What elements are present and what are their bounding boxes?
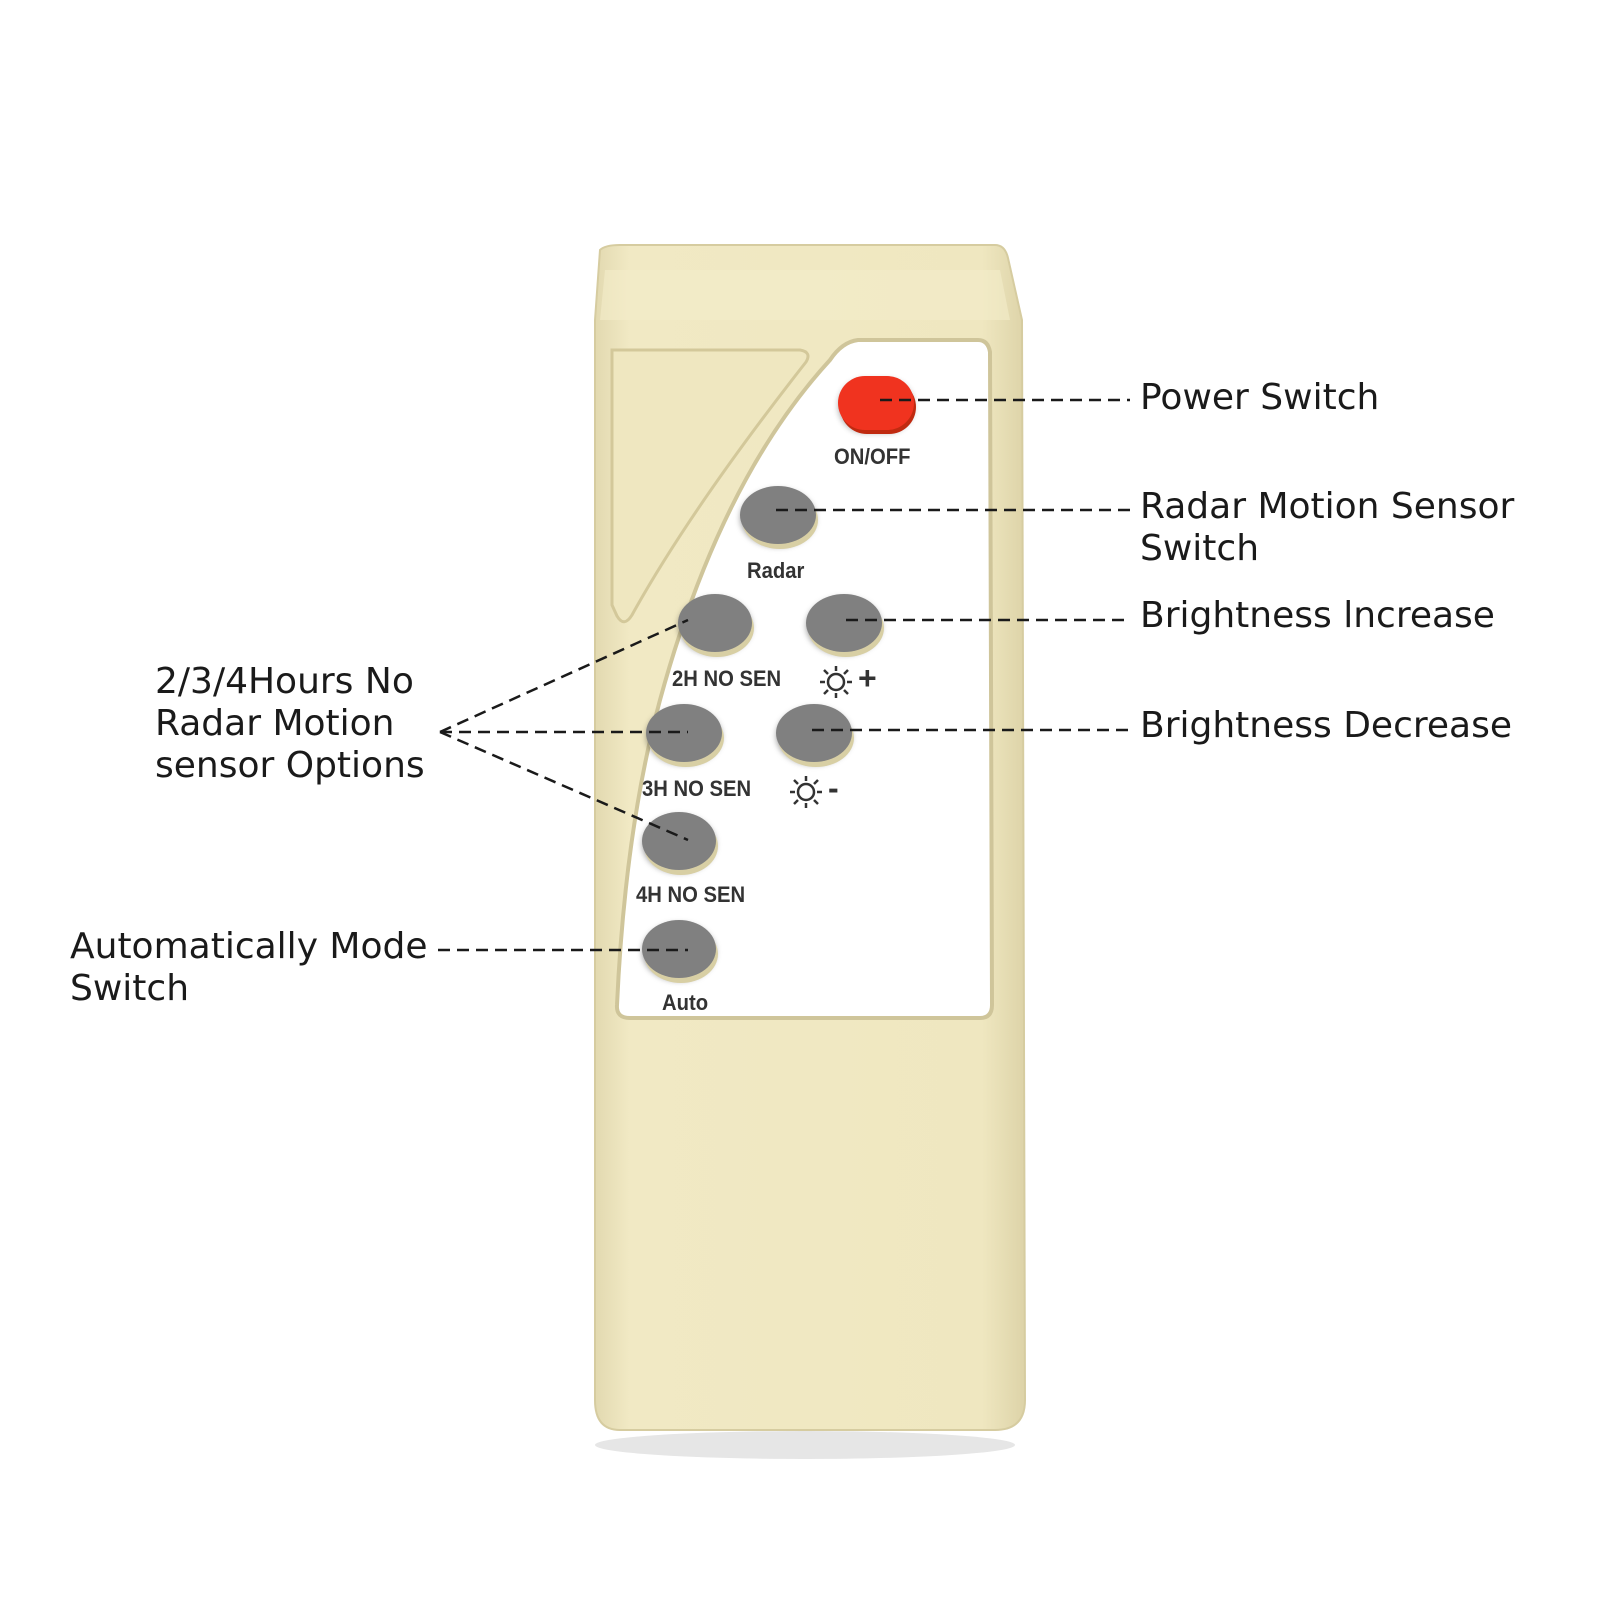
2h-no-sen-label: 2H NO SEN bbox=[672, 666, 782, 691]
power-button[interactable] bbox=[838, 376, 914, 430]
callout-power-switch: Power Switch bbox=[1140, 377, 1380, 418]
brightness-up-label: + bbox=[858, 660, 877, 696]
callout-radar-switch: Radar Motion Sensor Switch bbox=[1140, 486, 1514, 570]
brightness-up-label-wrap: + bbox=[818, 660, 898, 704]
sun-icon bbox=[820, 666, 852, 698]
brightness-down-label-wrap: - bbox=[788, 770, 868, 814]
callout-no-radar-options: 2/3/4Hours No Radar Motion sensor Option… bbox=[155, 661, 425, 787]
callout-auto-line1: Automatically Mode bbox=[70, 926, 428, 967]
sun-icon bbox=[790, 776, 822, 808]
power-button-label: ON/OFF bbox=[834, 444, 911, 469]
callout-no-radar-line2: Radar Motion bbox=[155, 703, 395, 744]
callout-brightness-increase: Brightness lncrease bbox=[1140, 595, 1495, 636]
3h-no-sen-label: 3H NO SEN bbox=[642, 776, 752, 801]
4h-no-sen-label: 4H NO SEN bbox=[636, 882, 746, 907]
4h-no-sen-button[interactable] bbox=[642, 812, 716, 870]
brightness-down-label: - bbox=[828, 770, 839, 806]
callout-brightness-decrease: Brightness Decrease bbox=[1140, 705, 1512, 746]
callout-no-radar-line1: 2/3/4Hours No bbox=[155, 661, 414, 702]
callout-radar-line1: Radar Motion Sensor bbox=[1140, 486, 1515, 527]
radar-button[interactable] bbox=[740, 486, 816, 544]
2h-no-sen-button[interactable] bbox=[678, 594, 752, 652]
callout-no-radar-line3: sensor Options bbox=[155, 745, 425, 786]
3h-no-sen-button[interactable] bbox=[646, 704, 722, 762]
auto-button[interactable] bbox=[642, 920, 716, 978]
callout-auto-line2: Switch bbox=[70, 968, 190, 1009]
callout-radar-line2: Switch bbox=[1140, 528, 1260, 569]
callout-auto-mode: Automatically Mode Switch bbox=[70, 926, 428, 1010]
radar-button-label: Radar bbox=[747, 558, 805, 583]
brightness-down-button[interactable] bbox=[776, 704, 852, 762]
brightness-up-button[interactable] bbox=[806, 594, 882, 652]
auto-button-label: Auto bbox=[662, 990, 709, 1015]
